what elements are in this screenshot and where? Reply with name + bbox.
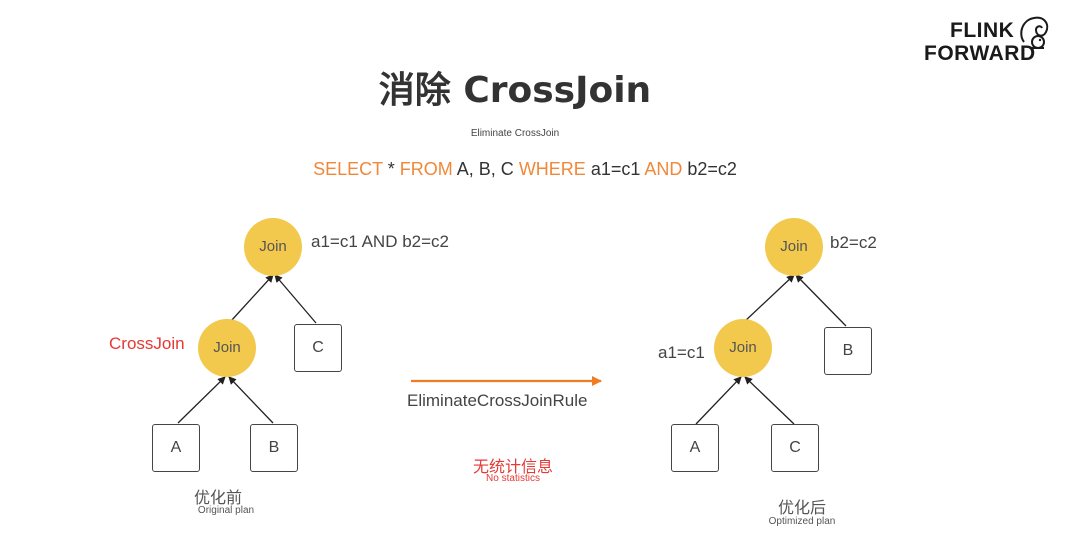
sql-condition-1: a1=c1 [585, 159, 645, 179]
right-inner-join-label: Join [729, 339, 757, 356]
edge-right-inner-join-to-top-join [743, 274, 795, 323]
right-caption-en: Optimized plan [768, 516, 836, 527]
right-top-join-node: Join [765, 218, 823, 276]
left-inner-join-node: Join [198, 319, 256, 377]
no-statistics-cn: 无统计信息 [472, 457, 553, 476]
right-inner-join-node: Join [714, 319, 772, 377]
sql-tables: A, B, C [452, 159, 519, 179]
squirrel-icon [1020, 16, 1049, 49]
crossjoin-label: CrossJoin [109, 334, 185, 353]
edge-right-b-to-top-join [795, 274, 847, 327]
right-top-join-label: Join [780, 238, 808, 255]
left-leaf-c: C [294, 324, 342, 372]
left-leaf-b: B [250, 424, 298, 472]
right-leaf-c: C [771, 424, 819, 472]
sql-keyword-from: FROM [399, 159, 453, 179]
sql-condition-2: b2=c2 [682, 159, 737, 179]
right-inner-join-condition: a1=c1 [658, 343, 705, 362]
edge-c-to-top-join [274, 274, 317, 324]
logo-text-forward: FORWARD [924, 42, 1036, 65]
left-caption-cn: 优化前 [193, 488, 242, 507]
left-top-join-label: Join [259, 238, 287, 255]
edge-a-to-inner-join [177, 376, 226, 424]
edge-b-to-inner-join [228, 376, 274, 424]
no-statistics-en: No statistics [486, 473, 540, 484]
right-leaf-b: B [824, 327, 872, 375]
sql-keyword-and: AND [644, 159, 683, 179]
rule-name: EliminateCrossJoinRule [407, 391, 588, 410]
edge-right-a-to-inner-join [695, 376, 742, 425]
slide-subtitle: Eliminate CrossJoin [470, 128, 560, 139]
logo-text-flink: FLINK [950, 19, 1015, 42]
slide-title: 消除 CrossJoin [378, 70, 652, 111]
sql-query: SELECT * FROM A, B, C WHERE a1=c1 AND b2… [0, 157, 1050, 181]
edge-right-c-to-inner-join [744, 376, 795, 425]
flink-forward-logo: FLINK FORWARD [924, 14, 1064, 70]
left-top-join-node: Join [244, 218, 302, 276]
sql-star: * [382, 159, 400, 179]
right-leaf-a: A [671, 424, 719, 472]
sql-keyword-select: SELECT [313, 159, 383, 179]
edge-inner-join-to-top-join [230, 274, 274, 322]
left-caption-en: Original plan [197, 505, 255, 516]
sql-keyword-where: WHERE [518, 159, 586, 179]
right-caption-cn: 优化后 [777, 498, 826, 517]
left-top-join-condition: a1=c1 AND b2=c2 [311, 232, 449, 251]
left-inner-join-label: Join [213, 339, 241, 356]
left-leaf-a: A [152, 424, 200, 472]
right-top-join-condition: b2=c2 [830, 233, 877, 252]
